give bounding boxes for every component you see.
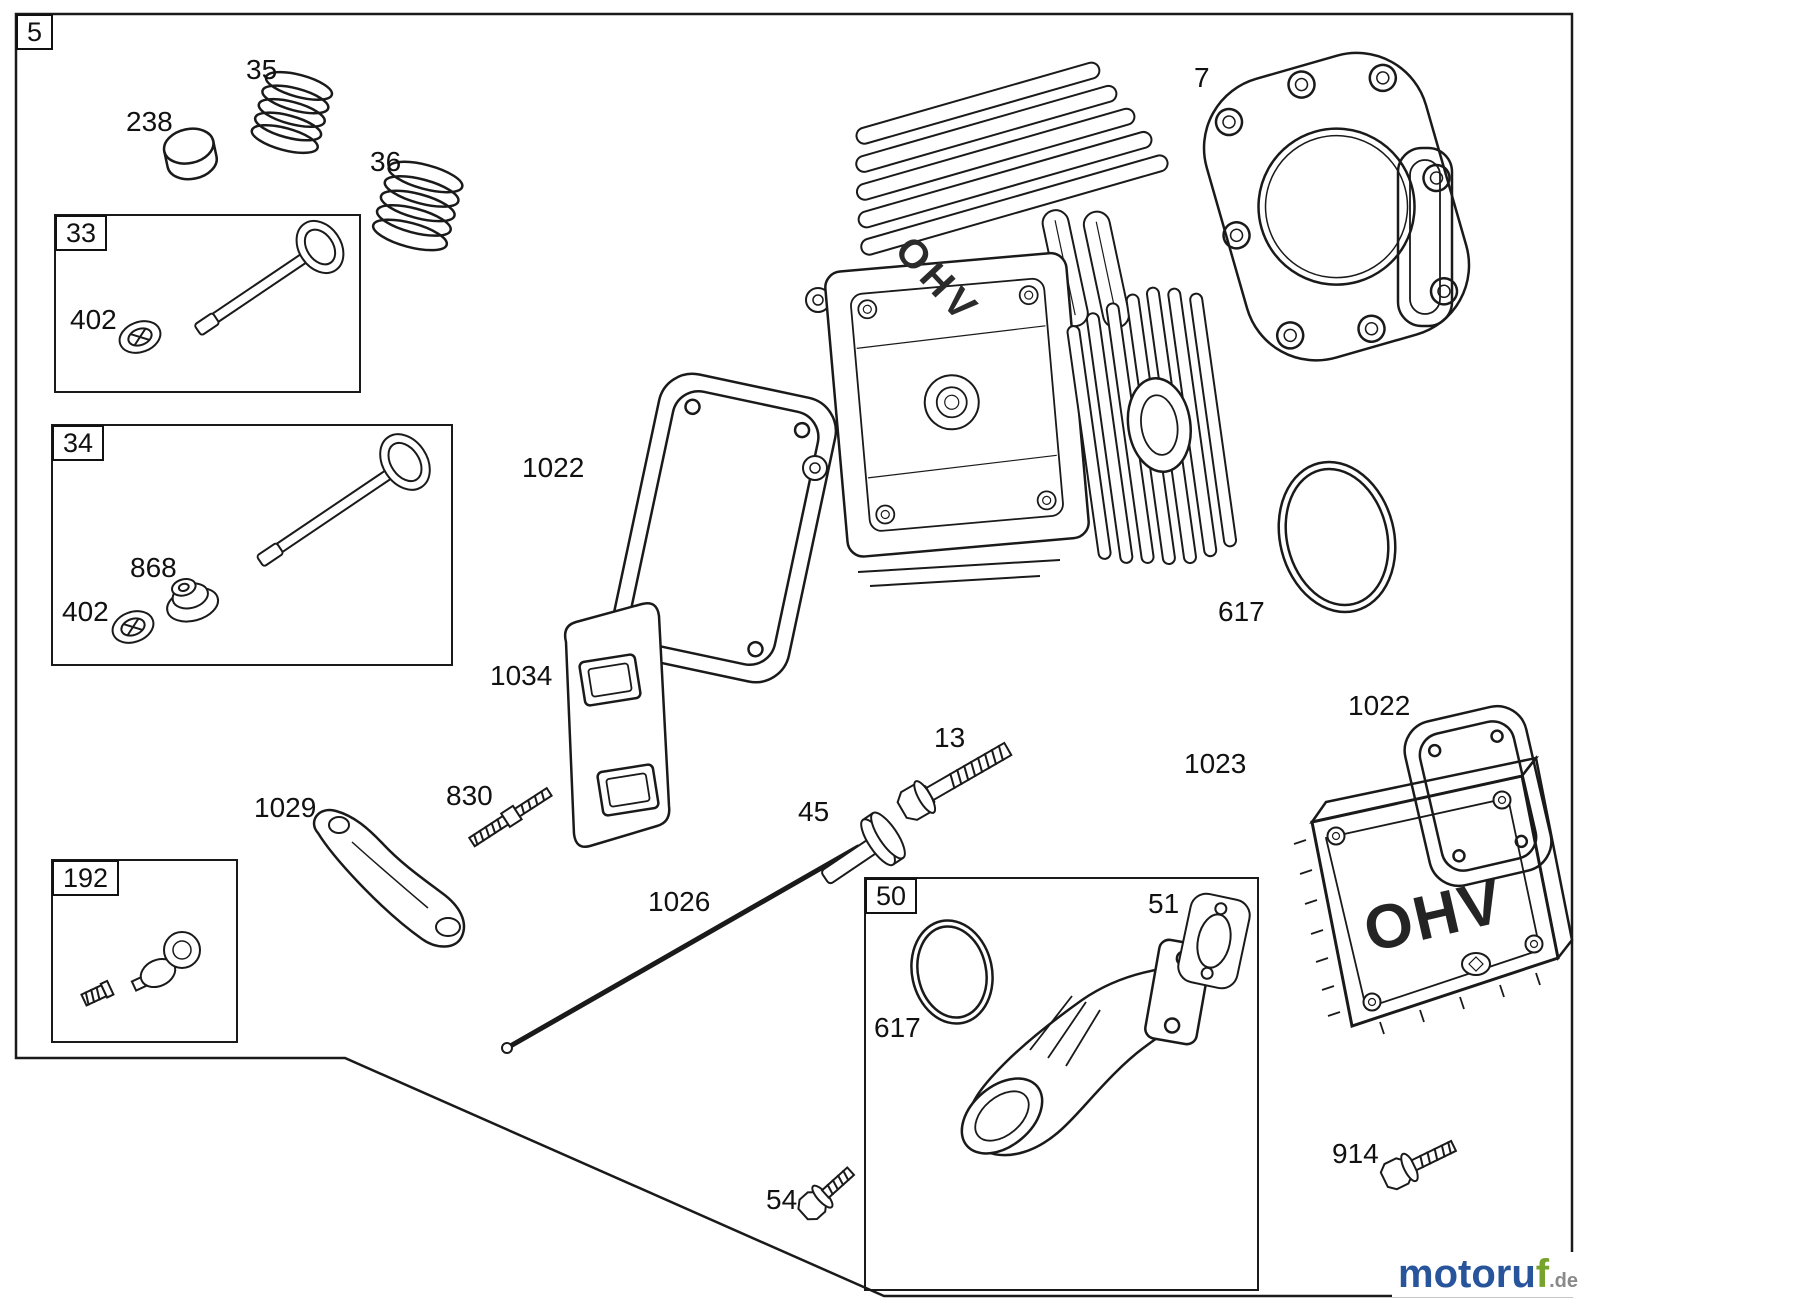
part-label-617-head: 617	[1218, 596, 1265, 627]
part-label-868: 868	[130, 552, 177, 583]
head-side-fins	[1066, 286, 1238, 566]
o-ring-617-manifold	[910, 919, 994, 1025]
valve-guide-868	[166, 578, 220, 623]
part-label-1022-head: 1022	[522, 452, 585, 483]
watermark-brand-accent: f	[1535, 1252, 1550, 1296]
valve-cover-1023: OHV	[1293, 755, 1574, 1035]
manifold-gasket-51	[1177, 892, 1251, 990]
cover-bolt-914	[1379, 1139, 1458, 1191]
part-label-1026: 1026	[648, 886, 711, 917]
head-rocker-face	[824, 251, 1090, 558]
site-watermark: motoruf.de	[1392, 1252, 1584, 1297]
rocker-pivot-192	[80, 931, 201, 1007]
part-label-238: 238	[126, 106, 173, 137]
valve-spring-36	[371, 160, 464, 252]
group-box-34	[51, 424, 453, 666]
valve-cap-238	[162, 127, 219, 181]
intake-valve	[194, 219, 345, 336]
part-label-1034: 1034	[490, 660, 553, 691]
group-label-50: 50	[865, 878, 918, 914]
rocker-arm-1029	[312, 808, 466, 948]
exhaust-valve	[256, 433, 431, 567]
part-label-1029: 1029	[254, 792, 317, 823]
breather-plate-1034	[563, 602, 671, 848]
part-label-1023: 1023	[1184, 748, 1247, 779]
cylinder-head: OHV	[802, 61, 1238, 587]
head-top-fins	[855, 61, 1169, 256]
part-label-51: 51	[1148, 888, 1180, 919]
watermark-domain-suffix: .de	[1549, 1270, 1578, 1292]
valve-tappet-45	[821, 811, 906, 885]
group-label-192: 192	[52, 860, 120, 896]
part-label-36: 36	[370, 146, 402, 177]
watermark-brand-main: motoru	[1398, 1252, 1536, 1296]
part-label-13: 13	[934, 722, 966, 753]
o-ring-617-head	[1277, 460, 1397, 614]
head-gasket-7	[1202, 51, 1471, 362]
group-label-34: 34	[52, 425, 105, 461]
group-box-33	[54, 214, 361, 393]
valve-seal-exhaust	[111, 610, 155, 644]
group-box-192	[51, 859, 238, 1043]
rocker-stud-830	[467, 786, 553, 848]
part-label-54: 54	[766, 1184, 798, 1215]
part-label-402-intake: 402	[70, 304, 117, 335]
group-label-33: 33	[55, 215, 108, 251]
part-label-7: 7	[1194, 62, 1210, 93]
part-label-1022-cover: 1022	[1348, 690, 1411, 721]
part-label-914: 914	[1332, 1138, 1379, 1169]
valve-spring-35	[250, 70, 334, 155]
diagram-frame	[14, 12, 1574, 1298]
manifold-bolt-54	[797, 1166, 856, 1221]
head-bolt-13	[896, 741, 1013, 821]
part-label-45: 45	[798, 796, 830, 827]
part-label-35: 35	[246, 54, 278, 85]
valve-seal-intake	[118, 320, 162, 354]
part-label-402-exhaust: 402	[62, 596, 109, 627]
part-label-830: 830	[446, 780, 493, 811]
push-rod-1026	[501, 844, 861, 1054]
frame-label-5: 5	[16, 14, 54, 50]
cover-gasket-1022	[1403, 704, 1553, 888]
group-box-50	[864, 877, 1259, 1291]
part-label-617-manifold: 617	[874, 1012, 921, 1043]
